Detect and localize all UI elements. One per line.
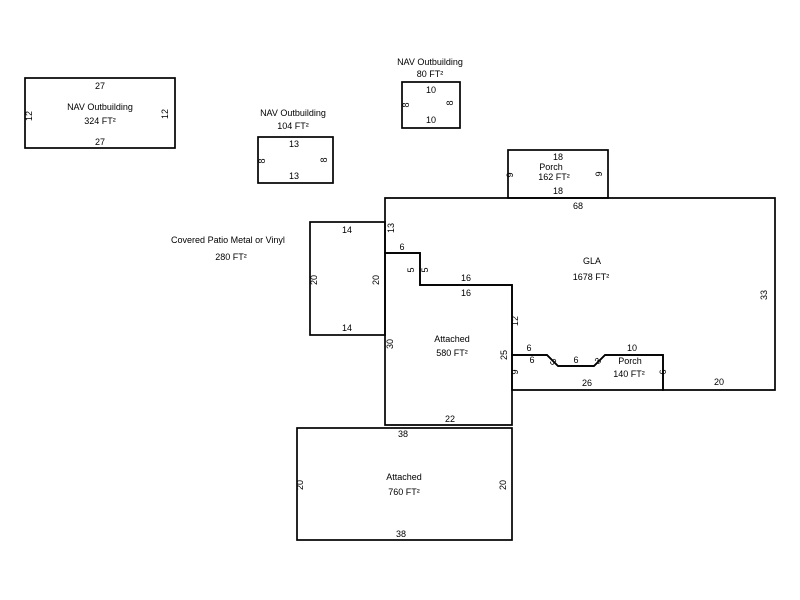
dimension-label: 38 [396,529,406,539]
area-label: Porch [539,162,563,172]
dimension-label: 22 [445,414,455,424]
area-label: GLA [583,256,601,266]
dimension-label: 5 [406,267,416,272]
dimension-label: 16 [461,288,471,298]
sketch-shapes [24,77,776,541]
area-label: 140 FT² [613,369,645,379]
dimension-label: 68 [573,201,583,211]
dimension-label: 33 [759,290,769,300]
dimension-label: 14 [342,323,352,333]
area-label: NAV Outbuilding [260,108,326,118]
dimension-label: 6 [399,242,404,252]
nav-outbuilding-104-outline [257,136,334,184]
area-label: Porch [618,356,642,366]
dimension-label: 27 [95,137,105,147]
dimension-label: 9 [594,171,604,176]
dimension-label: 20 [371,275,381,285]
dimension-label: 6 [529,355,534,365]
area-label: 580 FT² [436,348,468,358]
dimension-label: 8 [445,100,455,105]
dimension-label: 3 [593,356,604,367]
dimension-label: 8 [401,102,411,107]
attached-580-outline [384,252,513,426]
dimension-label: 20 [309,275,319,285]
dimension-label: 16 [461,273,471,283]
dimension-label: 6 [526,343,531,353]
dimension-label: 13 [289,139,299,149]
dimension-label: 26 [582,378,592,388]
dimension-label: 30 [385,339,395,349]
dimension-label: 27 [95,81,105,91]
nav-outbuilding-80-outline [401,81,461,129]
area-label: Covered Patio Metal or Vinyl [171,235,285,245]
dimension-label: 3 [548,357,559,368]
dimension-label: 10 [627,343,637,353]
attached-760-outline [296,427,513,541]
dimension-label: 5 [420,267,430,272]
dimension-label: 18 [553,186,563,196]
dimension-label: 6 [658,369,668,374]
dimension-label: 20 [498,480,508,490]
dimension-label: 20 [295,480,305,490]
area-label: NAV Outbuilding [397,57,463,67]
area-label: 280 FT² [215,252,247,262]
dimension-label: 10 [426,85,436,95]
porch-140-outline [511,354,664,391]
dimension-label: 12 [160,109,170,119]
area-label: Attached [434,334,470,344]
area-label: 1678 FT² [573,272,610,282]
dimension-label: 12 [510,316,520,326]
dimension-label: 9 [505,172,515,177]
dimension-label: 8 [257,158,267,163]
dimension-label: 6 [573,355,578,365]
gla-outline [384,197,776,391]
dimension-label: 14 [342,225,352,235]
dimension-label: 13 [386,223,396,233]
dimension-label: 13 [289,171,299,181]
area-label: 80 FT² [417,69,444,79]
area-label: 760 FT² [388,487,420,497]
dimension-label: 12 [24,111,34,121]
area-label: NAV Outbuilding [67,102,133,112]
dimension-label: 10 [426,115,436,125]
area-label: 162 FT² [538,172,570,182]
dimension-label: 20 [714,377,724,387]
nav-outbuilding-324-outline [24,77,176,149]
area-label: 104 FT² [277,121,309,131]
dimension-label: 38 [398,429,408,439]
area-label: Attached [386,472,422,482]
dimension-label: 8 [319,157,329,162]
dimension-label: 9 [510,369,520,374]
dimension-label: 25 [499,350,509,360]
dimension-label: 18 [553,152,563,162]
area-label: 324 FT² [84,116,116,126]
